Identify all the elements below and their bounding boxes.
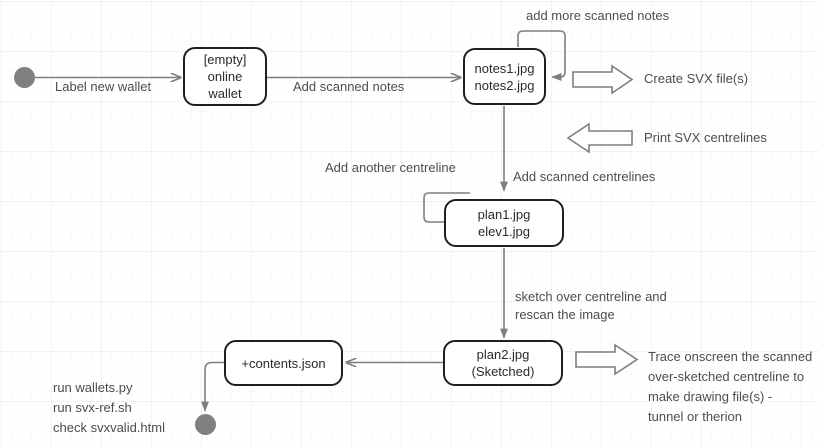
state-notes[interactable]: notes1.jpg notes2.jpg xyxy=(463,48,546,105)
state-empty-online-wallet[interactable]: [empty] online wallet xyxy=(183,47,267,106)
state-line: [empty] xyxy=(203,52,247,67)
edge-label-add-more-scanned-notes: add more scanned notes xyxy=(526,8,670,23)
edge-label-add-scanned-notes: Add scanned notes xyxy=(293,79,405,94)
state-line: (Sketched) xyxy=(471,364,535,379)
state-line: +contents.json xyxy=(241,355,326,371)
annotation-trace-onscreen: Trace onscreen the scanned over-sketched… xyxy=(648,349,813,424)
state-line: notes2.jpg xyxy=(474,77,535,93)
state-line: notes1.jpg xyxy=(474,60,535,76)
edge-label-sketch-over-centreline: sketch over centreline and rescan the im… xyxy=(515,289,667,322)
state-plan2-sketched[interactable]: plan2.jpg (Sketched) xyxy=(443,340,563,386)
state-line: wallet xyxy=(208,86,242,101)
edge-label-add-scanned-centrelines: Add scanned centrelines xyxy=(513,169,656,184)
state-contents-json[interactable]: +contents.json xyxy=(224,340,343,386)
create-svx-block-arrow-icon xyxy=(572,64,634,95)
state-line: online xyxy=(207,69,243,84)
edge-contents-to-end xyxy=(201,361,224,412)
print-svx-block-arrow-icon xyxy=(566,122,633,154)
trace-onscreen-block-arrow-icon xyxy=(575,343,639,376)
checklist-line: run wallets.py xyxy=(53,380,133,395)
state-line: plan2.jpg xyxy=(476,347,530,362)
annotation-create-svx: Create SVX file(s) xyxy=(644,71,749,86)
state-line: plan1.jpg xyxy=(477,207,531,222)
state-line: elev1.jpg xyxy=(477,224,531,239)
checklist-line: check svxvalid.html xyxy=(53,420,165,435)
final-checklist: run wallets.py run svx-ref.sh check svxval… xyxy=(53,378,165,438)
annotation-print-svx: Print SVX centrelines xyxy=(644,130,767,145)
edge-label-add-another-centreline: Add another centreline xyxy=(325,160,456,175)
start-node xyxy=(14,67,35,88)
end-node xyxy=(195,414,216,435)
edge-label-label-new-wallet: Label new wallet xyxy=(55,79,152,94)
state-plan1-elev1[interactable]: plan1.jpg elev1.jpg xyxy=(444,199,564,247)
checklist-line: run svx-ref.sh xyxy=(53,400,132,415)
